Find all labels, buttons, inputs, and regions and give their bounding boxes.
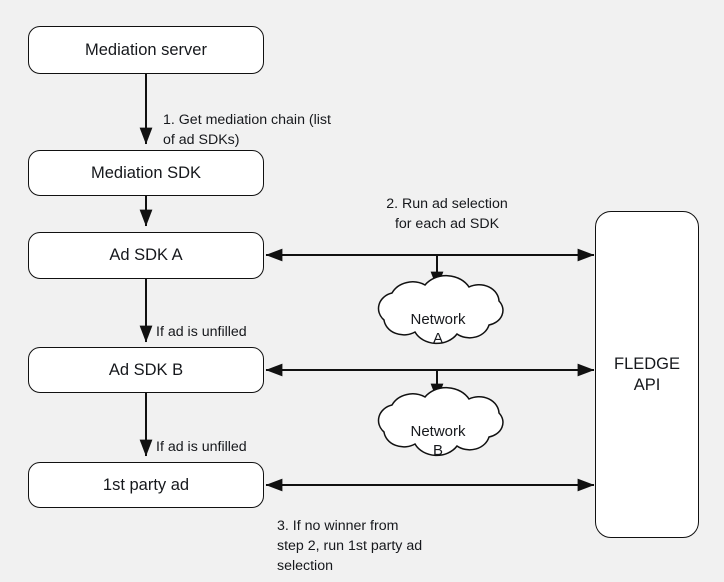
node-mediation-sdk-label: Mediation SDK xyxy=(90,163,202,182)
cloud-network-a-shape xyxy=(377,274,504,345)
node-ad-sdk-b-label: Ad SDK B xyxy=(108,360,184,379)
node-first-party-ad[interactable]: 1st party ad xyxy=(28,462,264,508)
edge-label-step-2-text: 2. Run ad selection for each ad SDK xyxy=(386,196,508,233)
cloud-network-b-shape xyxy=(377,386,504,457)
edge-label-unfilled-b-text: If ad is unfilled xyxy=(156,439,247,456)
edge-label-step-1-text: 1. Get mediation chain (list of ad SDKs) xyxy=(163,112,331,149)
node-first-party-ad-label: 1st party ad xyxy=(102,475,190,494)
edge-label-step-2: 2. Run ad selection for each ad SDK xyxy=(347,174,547,234)
node-mediation-server[interactable]: Mediation server xyxy=(28,26,264,74)
edge-label-unfilled-a: If ad is unfilled xyxy=(156,302,336,342)
node-mediation-server-label: Mediation server xyxy=(85,40,207,59)
edge-label-step-3: 3. If no winner from step 2, run 1st par… xyxy=(277,496,507,577)
edge-label-unfilled-b: If ad is unfilled xyxy=(156,417,336,457)
node-fledge-api[interactable]: FLEDGE API xyxy=(595,211,699,538)
node-fledge-api-label: FLEDGE API xyxy=(613,354,681,394)
node-mediation-sdk[interactable]: Mediation SDK xyxy=(28,150,264,196)
edge-label-step-1: 1. Get mediation chain (list of ad SDKs) xyxy=(163,90,393,150)
node-ad-sdk-b[interactable]: Ad SDK B xyxy=(28,347,264,393)
edge-label-unfilled-a-text: If ad is unfilled xyxy=(156,324,247,341)
node-ad-sdk-a-label: Ad SDK A xyxy=(109,246,183,265)
edge-label-step-3-text: 3. If no winner from step 2, run 1st par… xyxy=(277,518,423,575)
node-ad-sdk-a[interactable]: Ad SDK A xyxy=(28,232,264,279)
